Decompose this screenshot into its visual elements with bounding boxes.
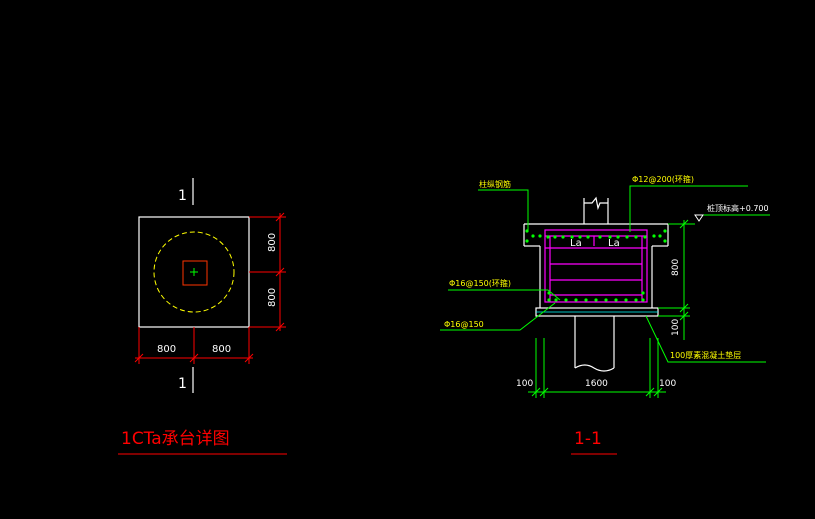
plan-view: 1 1 800 800 — [118, 178, 287, 455]
plan-dim-horizontal-1: 800 — [157, 344, 176, 355]
callout-top-rebar: Φ12@200(环箍) — [632, 174, 694, 184]
plan-dim-horizontal-2: 800 — [212, 344, 231, 355]
callout-top-level: 桩顶标高+0.700 — [707, 203, 769, 213]
section-dim-horizontal-2: 1600 — [585, 379, 608, 389]
section-dim-horizontal-3: 100 — [659, 379, 676, 389]
section-dim-vertical — [658, 219, 690, 340]
section-dim-vertical-1: 800 — [671, 259, 681, 276]
section-rebar-dots-bottom — [547, 291, 645, 302]
section-mark-bottom: 1 — [178, 376, 187, 392]
callout-column-rebar: 柱纵钢筋 — [479, 179, 511, 189]
section-cap-outline — [523, 196, 669, 372]
callout-cushion: 100厚素混凝土垫层 — [670, 350, 741, 360]
section-rebar-cage — [544, 229, 648, 303]
plan-title: 1CTa承台详图 — [121, 429, 230, 449]
section-rebar-dots-top — [525, 229, 667, 243]
section-dim-horizontal — [528, 338, 666, 398]
section-mark-top: 1 — [178, 188, 187, 204]
callout-side-rebar: Φ16@150(环箍) — [449, 278, 511, 288]
plan-dim-vertical-1: 800 — [267, 233, 278, 252]
column-square — [182, 260, 208, 286]
section-dim-vertical-2: 100 — [671, 319, 681, 336]
plan-dim-vertical-2: 800 — [267, 288, 278, 307]
level-marker — [694, 214, 704, 222]
pile-circle — [153, 231, 235, 313]
section-title: 1-1 — [574, 429, 602, 449]
anchor-label-right: La — [608, 238, 620, 249]
callout-bottom-rebar: Φ16@150 — [444, 320, 484, 329]
plan-dim-vertical — [249, 212, 286, 332]
section-leaders — [440, 185, 770, 363]
anchor-label-left: La — [570, 238, 582, 249]
section-view: La La 柱纵钢筋 Φ12@200(环箍) 桩顶标高+0.700 Φ16@15… — [440, 174, 770, 455]
plan-dim-horizontal — [134, 327, 254, 364]
section-dim-horizontal-1: 100 — [516, 379, 533, 389]
